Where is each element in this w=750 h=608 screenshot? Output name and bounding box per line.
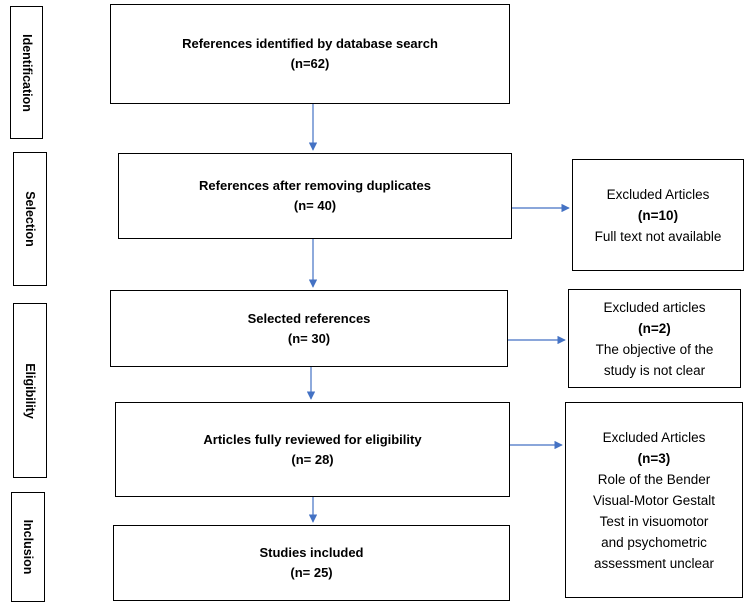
box-excluded-1-reason-line: Full text not available (594, 228, 722, 244)
box-included-title: Studies included (259, 545, 364, 560)
box-excluded-3-reason-line: Visual-Motor Gestalt (592, 492, 716, 508)
stage-selection: Selection (13, 152, 47, 286)
box-selected: Selected references (n= 30) (110, 290, 508, 367)
box-excluded-2-count: (n=2) (638, 320, 671, 336)
box-full-review-title: Articles fully reviewed for eligibility (203, 431, 422, 447)
box-excluded-3-reason-line: assessment unclear (593, 555, 715, 571)
box-excluded-2: Excluded articles (n=2) The objective of… (568, 289, 741, 388)
box-excluded-3-count: (n=3) (637, 450, 671, 466)
stage-inclusion: Inclusion (11, 492, 45, 602)
box-included-count: (n= 25) (290, 565, 333, 580)
box-identified: References identified by database search… (110, 4, 510, 104)
box-excluded-2-reason-line: study is not clear (603, 362, 706, 378)
box-full-review: Articles fully reviewed for eligibility … (115, 402, 510, 497)
box-excluded-3-reason-line: Role of the Bender (597, 471, 711, 487)
box-excluded-3-reason-line: and psychometric (601, 534, 707, 550)
box-excluded-1-title: Excluded Articles (606, 186, 710, 202)
box-excluded-3-reason-line: Test in visuomotor (599, 513, 709, 529)
box-identified-title: References identified by database search (182, 36, 438, 51)
box-after-duplicates-count: (n= 40) (293, 198, 337, 213)
box-identified-count: (n=62) (290, 56, 330, 71)
box-excluded-2-reason-line: The objective of the (595, 341, 714, 357)
stage-eligibility: Eligibility (13, 303, 47, 478)
box-excluded-3-title: Excluded Articles (602, 429, 706, 445)
box-full-review-count: (n= 28) (291, 451, 334, 467)
box-after-duplicates: References after removing duplicates (n=… (118, 153, 512, 239)
box-excluded-1: Excluded Articles (n=10) Full text not a… (572, 159, 744, 271)
box-excluded-1-count: (n=10) (637, 207, 679, 223)
box-selected-title: Selected references (247, 310, 371, 326)
box-selected-count: (n= 30) (287, 330, 331, 346)
box-included: Studies included (n= 25) (113, 525, 510, 601)
box-excluded-3: Excluded Articles (n=3) Role of the Bend… (565, 402, 743, 598)
box-after-duplicates-title: References after removing duplicates (199, 178, 431, 193)
box-excluded-2-title: Excluded articles (603, 299, 706, 315)
stage-identification: Identification (10, 6, 43, 139)
